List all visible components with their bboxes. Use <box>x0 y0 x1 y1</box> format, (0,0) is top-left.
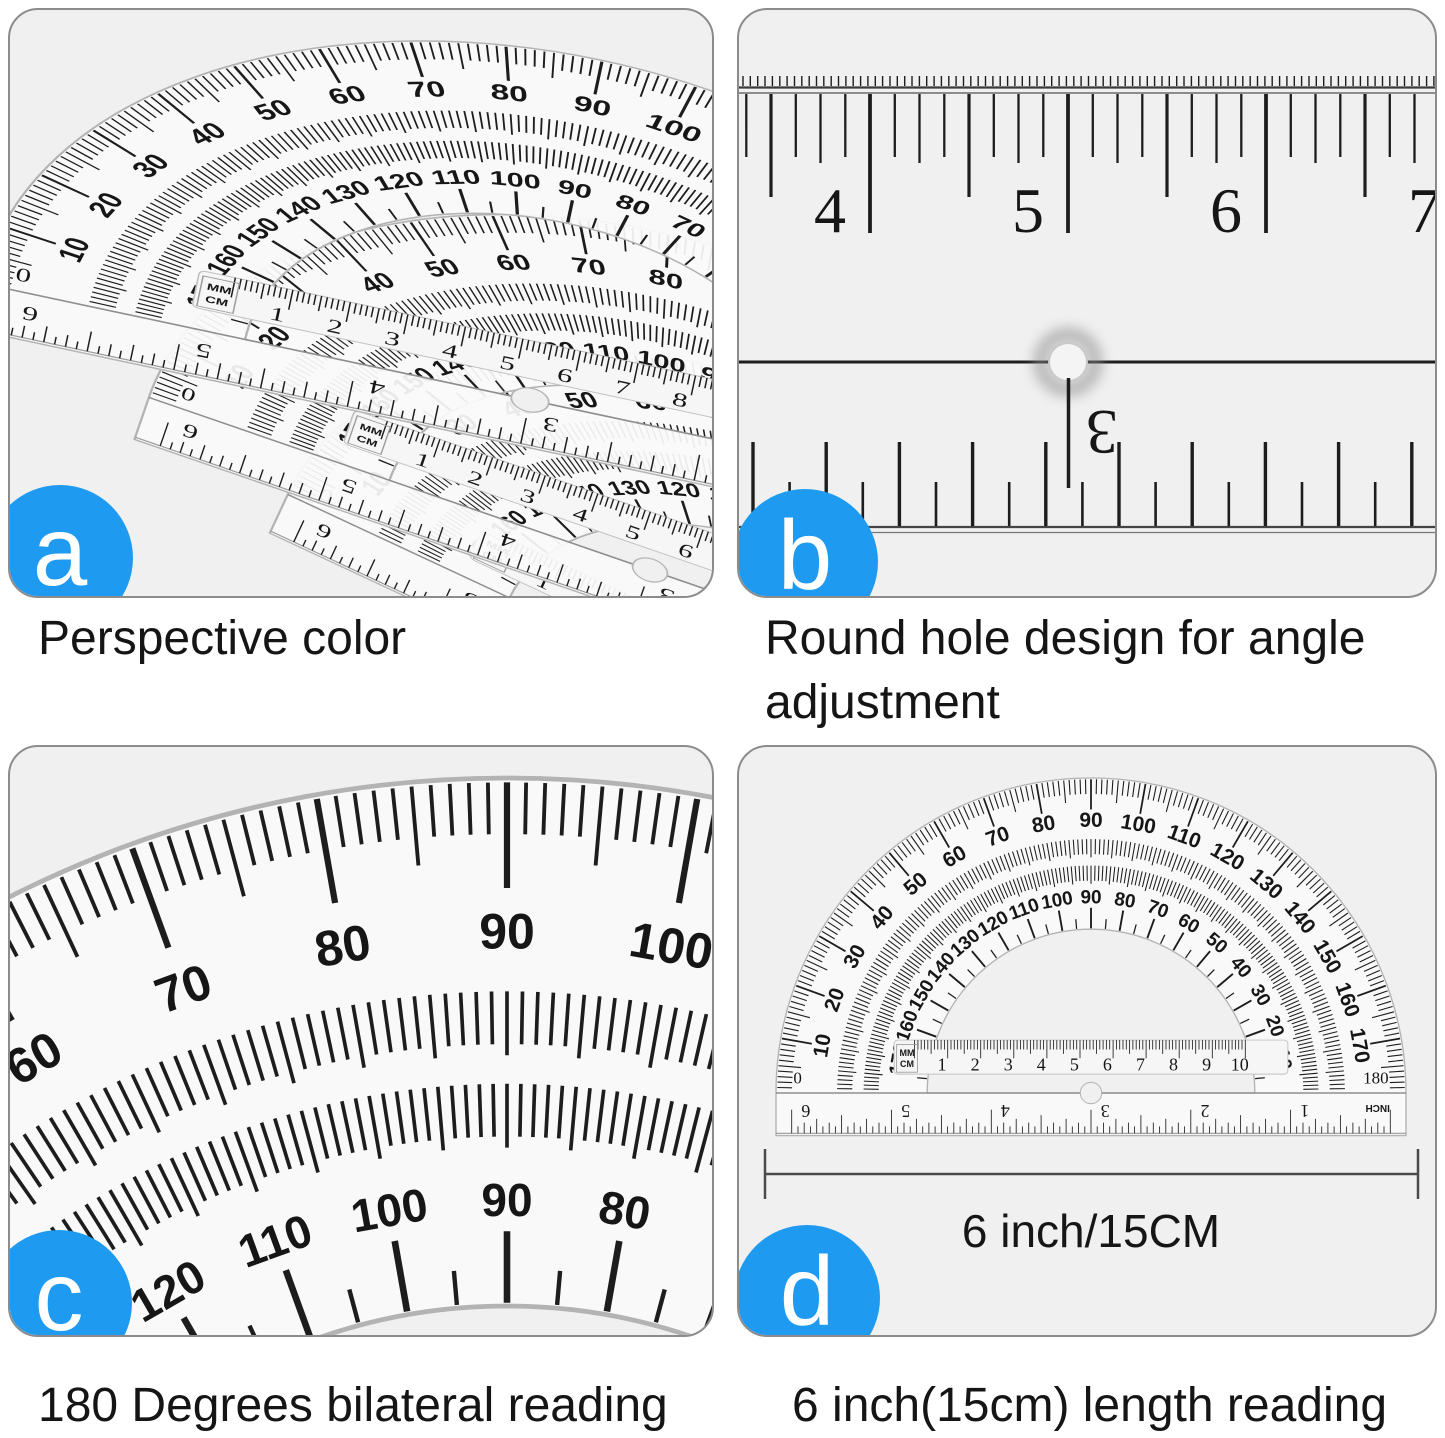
protractor-arc-closeup-photo: 1010202030304040505060607070808090901001… <box>10 747 712 1335</box>
inch-number: 4 <box>814 175 846 246</box>
svg-text:80: 80 <box>1030 811 1057 838</box>
panel-perspective-color: 1010202030304040505060607070808090901001… <box>8 8 714 598</box>
svg-text:180: 180 <box>1363 1069 1389 1088</box>
svg-text:INCH: INCH <box>1365 1102 1389 1113</box>
svg-text:10: 10 <box>1231 1054 1249 1074</box>
protractor: 1010202030304040505060607070808090901001… <box>10 778 712 1335</box>
caption-c: 180 Degrees bilateral reading <box>38 1374 668 1438</box>
panel-length-reading: 1010202030304040505060607070808090901001… <box>737 745 1437 1337</box>
rotated-inch-number: 3 <box>1086 397 1118 468</box>
svg-text:3: 3 <box>1101 1101 1110 1121</box>
caption-a: Perspective color <box>38 607 406 671</box>
svg-text:90: 90 <box>1080 887 1101 908</box>
protractor: 1010202030304040505060607070808090901001… <box>776 778 1406 1136</box>
svg-text:80: 80 <box>1113 889 1137 913</box>
svg-text:0: 0 <box>793 1069 802 1088</box>
dimension-label: 6 inch/15CM <box>962 1205 1220 1257</box>
svg-text:80: 80 <box>595 1180 654 1240</box>
svg-text:5: 5 <box>901 1101 910 1121</box>
badge-a-letter: a <box>33 502 88 598</box>
svg-text:2: 2 <box>1201 1101 1210 1121</box>
svg-text:2: 2 <box>971 1054 980 1074</box>
svg-text:7: 7 <box>1136 1054 1145 1074</box>
svg-text:6: 6 <box>1103 1054 1112 1074</box>
svg-text:3: 3 <box>1004 1054 1013 1074</box>
stacked-protractors-photo: 1010202030304040505060607070808090901001… <box>10 10 712 596</box>
caption-d: 6 inch(15cm) length reading <box>792 1374 1387 1438</box>
caption-b: Round hole design for angle adjustment <box>765 607 1365 735</box>
badge-c-letter: c <box>35 1247 84 1337</box>
svg-text:1: 1 <box>938 1054 947 1074</box>
svg-text:90: 90 <box>479 904 535 960</box>
inch-number: 6 <box>1210 175 1242 246</box>
svg-text:10: 10 <box>809 1032 836 1059</box>
svg-text:80: 80 <box>310 913 375 978</box>
caption-c-line1: 180 Degrees bilateral reading <box>38 1374 668 1438</box>
inch-number: 7 <box>1408 175 1435 246</box>
caption-a-line1: Perspective color <box>38 607 406 671</box>
round-hole <box>1049 343 1087 381</box>
badge-d-letter: d <box>780 1242 835 1337</box>
caption-b-line1: Round hole design for angle <box>765 607 1365 671</box>
svg-text:6: 6 <box>801 1101 810 1121</box>
caption-b-line2: adjustment <box>765 671 1365 735</box>
svg-text:5: 5 <box>1070 1054 1079 1074</box>
svg-text:90: 90 <box>1079 809 1102 832</box>
svg-text:4: 4 <box>1037 1054 1046 1074</box>
panel-round-hole: 4 5 6 7 3 b <box>737 8 1437 598</box>
svg-text:9: 9 <box>1202 1054 1211 1074</box>
svg-text:MM: MM <box>900 1048 915 1058</box>
badge-b-letter: b <box>778 506 833 598</box>
svg-text:CM: CM <box>900 1059 914 1069</box>
center-hole <box>1080 1082 1101 1103</box>
dimension-annotation: 6 inch/15CM <box>765 1149 1418 1257</box>
svg-text:8: 8 <box>1169 1054 1178 1074</box>
svg-text:80: 80 <box>490 79 529 107</box>
panel-bilateral-reading: 1010202030304040505060607070808090901001… <box>8 745 714 1337</box>
inch-number: 5 <box>1012 175 1044 246</box>
svg-text:4: 4 <box>1001 1101 1010 1121</box>
caption-d-line1: 6 inch(15cm) length reading <box>792 1374 1387 1438</box>
svg-text:90: 90 <box>481 1174 532 1226</box>
svg-text:70: 70 <box>569 252 608 280</box>
svg-text:1: 1 <box>1300 1101 1309 1121</box>
svg-text:110: 110 <box>428 167 483 189</box>
